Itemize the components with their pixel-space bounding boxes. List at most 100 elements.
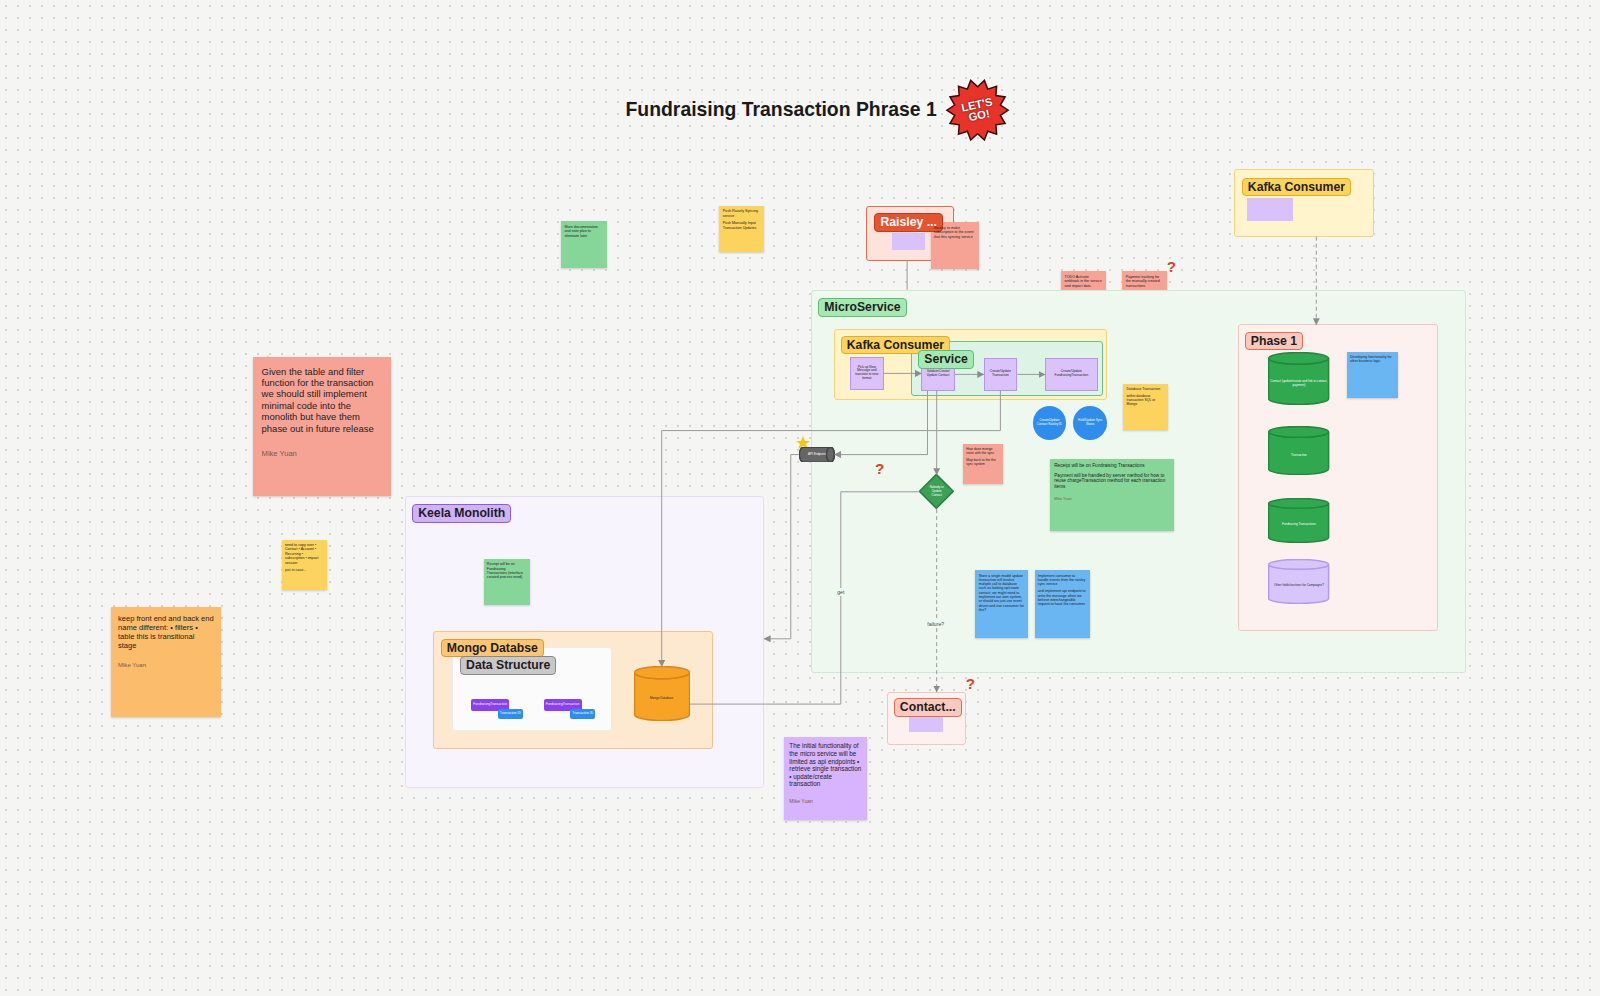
shape-text: Other fields/sections for Campaigns? — [1274, 584, 1324, 588]
shape-text: FundraisingTransaction — [473, 703, 507, 707]
shape-body — [799, 447, 834, 462]
cylinder-shape — [1268, 352, 1329, 405]
group-region: Data StructureFundraisingTransactionTran… — [452, 647, 612, 731]
shape-rim — [826, 447, 834, 462]
shape-rim — [634, 667, 689, 679]
placeholder-box — [892, 233, 926, 250]
placeholder-box — [1247, 198, 1293, 221]
badge-text: LET'S GO! — [957, 96, 997, 124]
shape-body — [1269, 565, 1329, 604]
database-cylinder: Transaction — [1268, 426, 1329, 475]
database-cylinder: Mongo Database — [634, 666, 690, 721]
edge-label: failure? — [925, 620, 946, 628]
cylinder-shape — [1268, 559, 1329, 604]
shape-body — [634, 673, 689, 721]
note-text: Payment will be handled by server method… — [1054, 473, 1170, 490]
sticky-note: How does mongo store with the syncMap ba… — [963, 444, 1003, 484]
shape-text: Hold/Update Sync Status — [1077, 419, 1103, 426]
group-region: ServiceValidate/Create/ Update ContactCr… — [911, 341, 1103, 396]
note-text: within database transaction SQL or Mongo — [1127, 394, 1166, 406]
note-text: Implement consumer to handle events from… — [1038, 574, 1087, 587]
note-text: Push Manually Input Transaction Updates — [723, 221, 761, 230]
cylinder-shape — [634, 666, 690, 721]
question-mark: ? — [1167, 258, 1176, 276]
shape-text: Nobody or Update Contact — [927, 486, 946, 497]
region-tag: Phase 1 — [1245, 332, 1303, 351]
sticky-note: Push Raisely Syncing servicePush Manuall… — [719, 206, 764, 252]
sticky-note: Implement consumer to handle events from… — [1035, 570, 1090, 637]
shape-body — [1269, 503, 1329, 542]
sticky-note: Raisley to make subscription to the even… — [931, 222, 979, 269]
sticky-note: Developing functionality for other busin… — [1347, 352, 1398, 398]
sticky-note: Store a single model update transaction … — [975, 570, 1027, 637]
shape-rim — [1269, 352, 1329, 364]
question-mark: ? — [966, 675, 975, 693]
shape-text: Create/Update FundraisingTransaction — [1047, 370, 1095, 378]
note-text: Raisley to make subscription to the even… — [934, 226, 975, 239]
shape-text: Fundraising Transactions — [1282, 523, 1316, 527]
starburst-badge — [947, 80, 1008, 140]
sticky-note: keep front end and back end name differe… — [111, 607, 221, 717]
edge-label: get — [835, 588, 846, 596]
region-tag: MicroService — [818, 298, 906, 317]
shape-text: Validate/Create/ Update Contact — [924, 370, 952, 378]
region-tag: Raisley ... — [874, 213, 942, 232]
note-text: Developing functionality for other busin… — [1350, 355, 1395, 363]
shape-rim — [1269, 560, 1329, 570]
sticky-note: Database Transaction within database tran… — [1123, 384, 1168, 430]
field-pill: Transaction ID — [570, 709, 595, 719]
author-name: Mike Yuan — [789, 798, 861, 804]
shape-text: Mongo Database — [650, 697, 673, 701]
note-text: Given the table and filter function for … — [262, 366, 383, 434]
region-tag: Data Structure — [460, 656, 556, 675]
process-box: Create/Update Transaction — [984, 358, 1018, 391]
process-box: Pick up New Message and translate to new… — [850, 357, 884, 390]
shape-text: Pick up New Message and translate to new… — [853, 366, 881, 382]
diagram-title: Fundraising Transaction Phrase 1 — [626, 98, 937, 121]
database-cylinder: Fundraising Transactions — [1268, 498, 1329, 543]
note-text: keep front end and back end name differe… — [118, 614, 215, 650]
note-text: and implement api endpoint to write the … — [1038, 589, 1087, 606]
note-text: Database Transaction — [1127, 387, 1166, 391]
question-mark: ? — [875, 460, 884, 478]
endpoint-cylinder: API Endpoint — [799, 447, 835, 462]
note-text: Payment tracking for the manually create… — [1126, 275, 1164, 288]
note-text: need to copy over • Contact • Account • … — [285, 543, 323, 565]
shape-text: FundraisingTransaction — [546, 703, 580, 707]
note-text: just in case... — [285, 568, 323, 572]
shape-text: Create/Update Contact Raisley ID — [1036, 419, 1062, 426]
author-name: Mike Yuan — [1054, 497, 1170, 502]
note-text: TODO Activate webhook in the service and… — [1065, 275, 1103, 288]
region-tag: Keela Monolith — [412, 504, 511, 523]
note-text: Push Raisely Syncing service — [723, 209, 761, 218]
cylinder-shape — [1268, 426, 1329, 475]
sticky-note: Given the table and filter function for … — [253, 357, 391, 496]
shape-text: Contact (update/create and link to conta… — [1270, 380, 1328, 387]
sticky-note: The initial functionality of the micro s… — [784, 737, 868, 821]
shape-text: API Endpoint — [808, 453, 826, 457]
shape-body — [1269, 358, 1329, 404]
shape-text: Create/Update Transaction — [986, 370, 1014, 378]
group-region: Phase 1 Contact (update/create and link t… — [1238, 324, 1438, 630]
group-region: Kafka ConsumerPick up New Message and tr… — [834, 329, 1107, 400]
note-text: Map back to the the sync system — [966, 458, 1000, 466]
note-text: How does mongo store with the sync — [966, 447, 1000, 455]
connector — [764, 455, 799, 639]
group-region: Keela MonolithReceipt will be on Fundrai… — [405, 496, 764, 788]
note-text: The initial functionality of the micro s… — [789, 742, 861, 788]
process-circle: Hold/Update Sync Status — [1073, 406, 1107, 440]
note-text: Receipt will be on Fundraising Transacti… — [1054, 463, 1170, 469]
sticky-note: need to copy over • Contact • Account • … — [282, 540, 327, 590]
shape-text: Transaction ID — [572, 712, 593, 716]
sticky-note: Receipt will be on Fundraising Transacti… — [484, 559, 530, 605]
shape-body — [1269, 432, 1329, 475]
process-circle: Create/Update Contact Raisley ID — [1033, 406, 1067, 440]
group-region: Kafka Consumer — [1234, 169, 1375, 236]
group-region: MicroServiceKafka ConsumerPick up New Me… — [811, 290, 1466, 674]
region-tag: Kafka Consumer — [1242, 178, 1351, 197]
sticky-note: Receipt will be on Fundraising Transacti… — [1050, 459, 1174, 530]
process-box: Create/Update FundraisingTransaction — [1045, 358, 1098, 391]
group-region: Contact... — [887, 692, 967, 745]
group-region: Mongo DatabseData StructureFundraisingTr… — [433, 631, 714, 749]
